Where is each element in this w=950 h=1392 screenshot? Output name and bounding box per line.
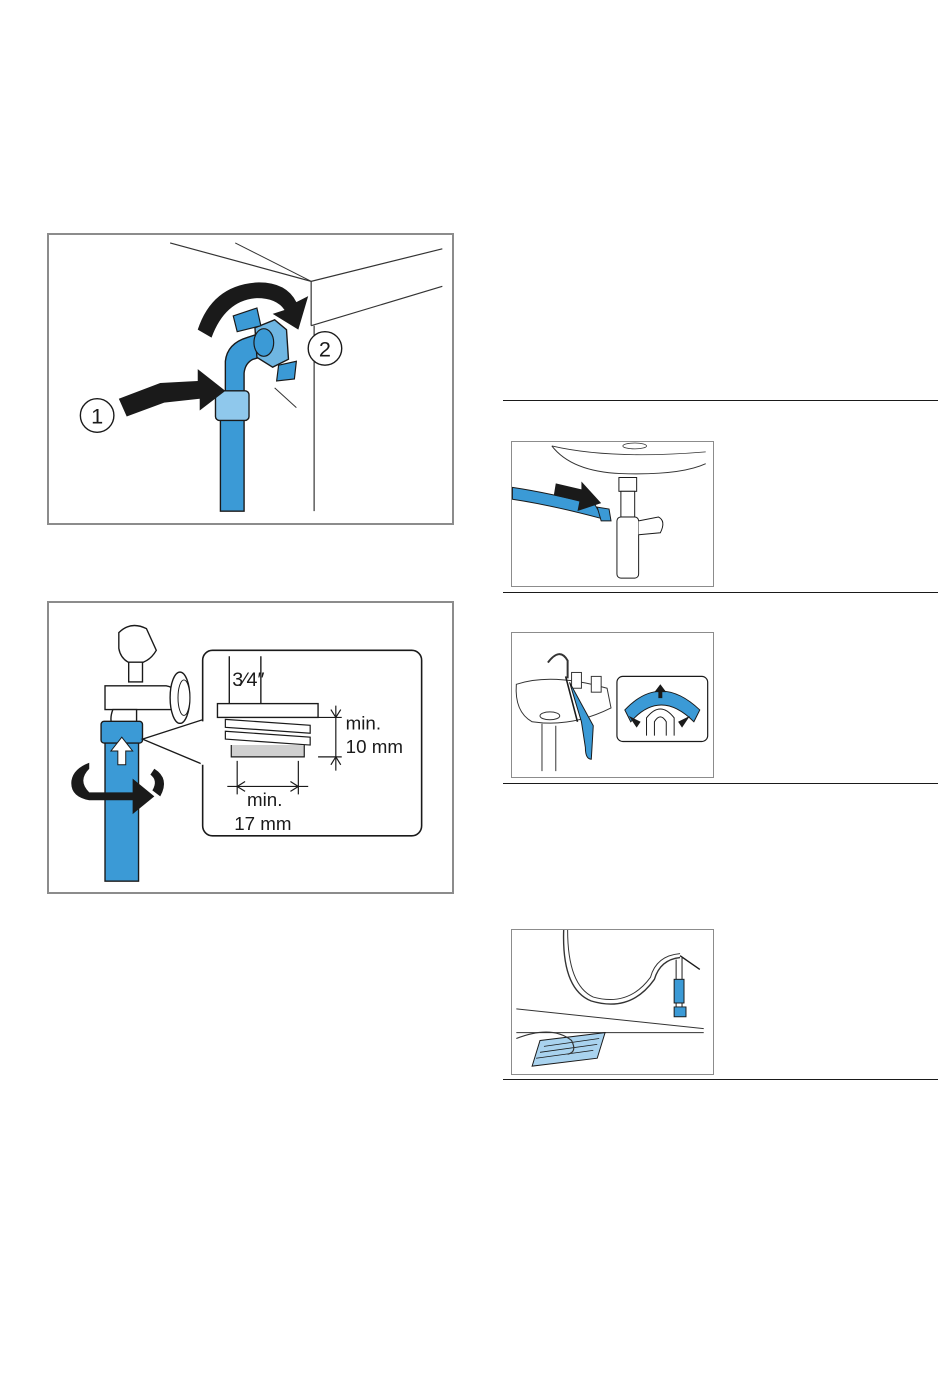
callout-1: 1: [91, 403, 103, 428]
divider-top: [503, 400, 938, 401]
height-min-label: min.: [346, 712, 381, 733]
height-value: 10 mm: [346, 736, 403, 757]
figure-tap-thread: 3⁄4″ min. 10 mm min. 17 mm: [47, 601, 454, 894]
inlet-connection-illustration: 1 2: [49, 235, 452, 523]
figure-drain-floor: [511, 929, 714, 1075]
width-value: 17 mm: [234, 813, 291, 834]
drain-basin-illustration: [512, 633, 713, 777]
divider-3: [503, 783, 938, 784]
figure-inlet-connection: 1 2: [47, 233, 454, 525]
figure-drain-siphon: [511, 441, 714, 587]
drain-floor-illustration: [512, 930, 713, 1074]
width-min-label: min.: [247, 789, 282, 810]
callout-2: 2: [319, 336, 331, 361]
divider-2: [503, 592, 938, 593]
tap-thread-illustration: 3⁄4″ min. 10 mm min. 17 mm: [49, 603, 452, 892]
thread-size-label: 3⁄4″: [232, 669, 264, 691]
divider-bottom: [503, 1079, 938, 1080]
figure-drain-basin: [511, 632, 714, 778]
drain-siphon-illustration: [512, 442, 713, 586]
